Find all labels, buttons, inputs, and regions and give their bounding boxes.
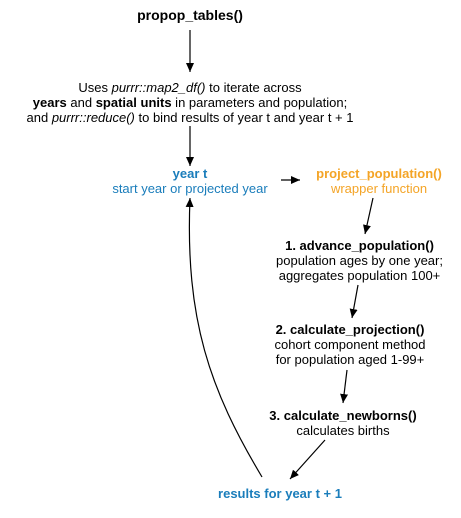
node-calculate-newborns: 3. calculate_newborns() calculates birth… <box>248 408 438 438</box>
spatial-units-label: spatial units <box>95 95 172 110</box>
advance-population-title: 1. advance_population() <box>285 238 434 253</box>
propop-tables-title: propop_tables() <box>137 7 243 23</box>
calculate-projection-title: 2. calculate_projection() <box>275 322 425 337</box>
node-iteration-description: Uses purrr::map2_df() to iterate across … <box>0 80 380 125</box>
uses-line-1: Uses purrr::map2_df() to iterate across <box>0 80 380 95</box>
uses-line-2: years and spatial units in parameters an… <box>0 95 380 110</box>
node-year-t: year t start year or projected year <box>100 166 280 196</box>
arrow-project-to-advance <box>363 197 374 235</box>
uses-text-2: to iterate across <box>205 80 302 95</box>
arrow-advance-to-calc <box>349 284 359 319</box>
arrow-newborns-to-results <box>289 439 326 480</box>
uses-line-3: and purrr::reduce() to bind results of y… <box>0 110 380 125</box>
calculate-projection-desc-1: cohort component method <box>274 337 426 352</box>
years-label: years <box>32 95 67 110</box>
year-t-subtitle: start year or projected year <box>112 181 268 196</box>
project-population-subtitle: wrapper function <box>330 181 428 196</box>
uses-text: Uses <box>78 80 112 95</box>
year-t-title: year t <box>172 166 208 181</box>
arrow-results-to-year-t <box>185 197 263 478</box>
map2-df-function: purrr::map2_df() <box>111 80 206 95</box>
reduce-function: purrr::reduce() <box>51 110 135 125</box>
calculate-newborns-title: 3. calculate_newborns() <box>269 408 417 423</box>
project-population-title: project_population() <box>316 166 442 181</box>
calculate-newborns-desc: calculates births <box>296 423 390 438</box>
results-title: results for year t + 1 <box>218 486 342 501</box>
and-text-2: and <box>26 110 52 125</box>
node-advance-population: 1. advance_population() population ages … <box>262 238 457 283</box>
arrow-calc-to-newborns <box>340 369 349 404</box>
advance-population-desc-1: population ages by one year; <box>276 253 443 268</box>
node-results: results for year t + 1 <box>190 486 370 501</box>
calculate-projection-desc-2: for population aged 1-99+ <box>275 352 425 367</box>
and-text: and <box>66 95 96 110</box>
bind-text: to bind results of year t and year t + 1 <box>134 110 354 125</box>
node-project-population: project_population() wrapper function <box>300 166 458 196</box>
params-text: in parameters and population; <box>171 95 348 110</box>
node-calculate-projection: 2. calculate_projection() cohort compone… <box>255 322 445 367</box>
advance-population-desc-2: aggregates population 100+ <box>278 268 441 283</box>
node-propop-tables: propop_tables() <box>95 8 285 23</box>
